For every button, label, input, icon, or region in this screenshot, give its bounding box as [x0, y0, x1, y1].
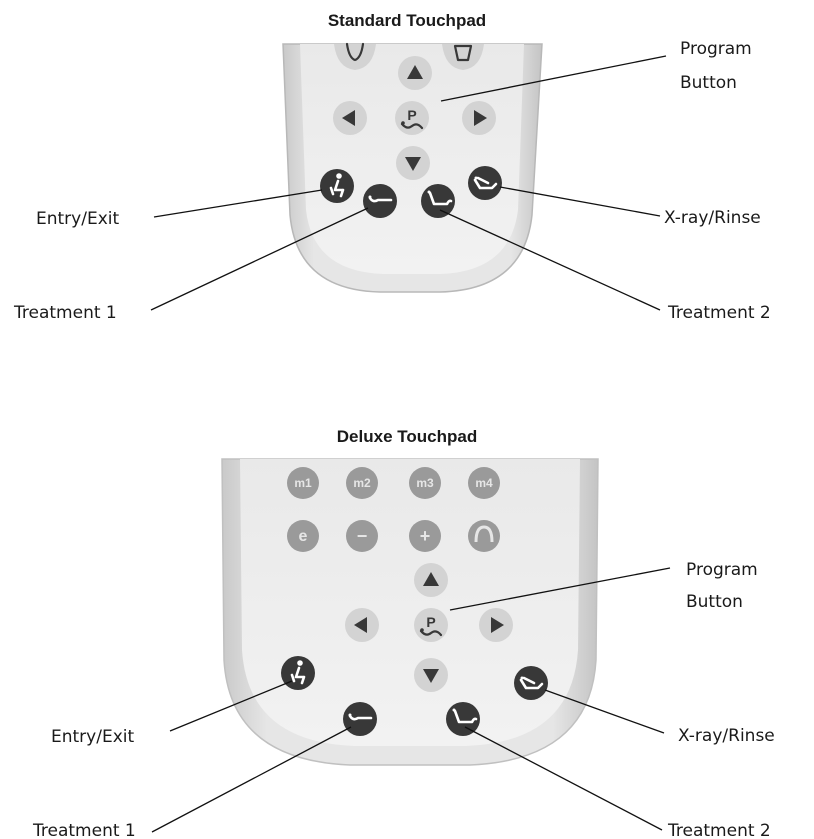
deluxe-headrest-button[interactable] [468, 520, 500, 552]
deluxe-treatment2-label: Treatment 2 [667, 821, 771, 839]
deluxe-memory-m1-button[interactable]: m1 [287, 467, 319, 499]
deluxe-treatment1-button[interactable] [343, 702, 377, 736]
deluxe-program-label-line1: Program [686, 560, 758, 580]
standard-xray-rinse-button[interactable] [468, 166, 502, 200]
e-label: e [299, 528, 308, 545]
standard-treatment1-label: Treatment 1 [13, 303, 117, 323]
standard-up-button[interactable] [398, 56, 432, 90]
deluxe-up-button[interactable] [414, 563, 448, 597]
m2-label: m2 [353, 476, 371, 490]
m4-label: m4 [475, 476, 493, 490]
deluxe-treatment1-leader [152, 727, 351, 832]
standard-entry-exit-button[interactable] [320, 169, 354, 203]
standard-treatment2-label: Treatment 2 [667, 303, 771, 323]
deluxe-down-button[interactable] [414, 658, 448, 692]
standard-xray-rinse-label: X-ray/Rinse [664, 208, 761, 228]
deluxe-memory-m2-button[interactable]: m2 [346, 467, 378, 499]
standard-down-button[interactable] [396, 146, 430, 180]
standard-treatment1-button[interactable] [363, 184, 397, 218]
deluxe-right-button[interactable] [479, 608, 513, 642]
program-glyph: P [407, 107, 416, 123]
deluxe-e-button[interactable]: e [287, 520, 319, 552]
deluxe-treatment2-leader [465, 727, 662, 830]
standard-program-label-line2: Button [680, 73, 737, 93]
minus-label: − [357, 526, 368, 546]
standard-right-button[interactable] [462, 101, 496, 135]
deluxe-memory-m3-button[interactable]: m3 [409, 467, 441, 499]
standard-entry-exit-label: Entry/Exit [36, 209, 119, 229]
standard-program-label-line1: Program [680, 39, 752, 59]
deluxe-entry-exit-label: Entry/Exit [51, 727, 134, 747]
standard-treatment2-button[interactable] [421, 184, 455, 218]
standard-program-button[interactable]: P [395, 101, 429, 135]
program-glyph: P [426, 614, 435, 630]
deluxe-treatment1-label: Treatment 1 [32, 821, 136, 839]
m3-label: m3 [416, 476, 434, 490]
standard-left-button[interactable] [333, 101, 367, 135]
m1-label: m1 [294, 476, 312, 490]
deluxe-xray-rinse-button[interactable] [514, 666, 548, 700]
deluxe-title: Deluxe Touchpad [337, 427, 477, 446]
deluxe-program-label-line2: Button [686, 592, 743, 612]
deluxe-minus-button[interactable]: − [346, 520, 378, 552]
deluxe-treatment2-button[interactable] [446, 702, 480, 736]
standard-title: Standard Touchpad [328, 11, 486, 30]
deluxe-entry-exit-button[interactable] [281, 656, 315, 690]
deluxe-pad-face [240, 459, 580, 746]
standard-touchpad: Standard Touchpad P [13, 11, 771, 323]
deluxe-memory-m4-button[interactable]: m4 [468, 467, 500, 499]
deluxe-plus-button[interactable]: + [409, 520, 441, 552]
deluxe-xray-rinse-label: X-ray/Rinse [678, 726, 775, 746]
plus-label: + [420, 526, 431, 546]
deluxe-left-button[interactable] [345, 608, 379, 642]
deluxe-program-button[interactable]: P [414, 608, 448, 642]
deluxe-touchpad: Deluxe Touchpad m1 m2 m3 m4 e − [32, 427, 775, 839]
